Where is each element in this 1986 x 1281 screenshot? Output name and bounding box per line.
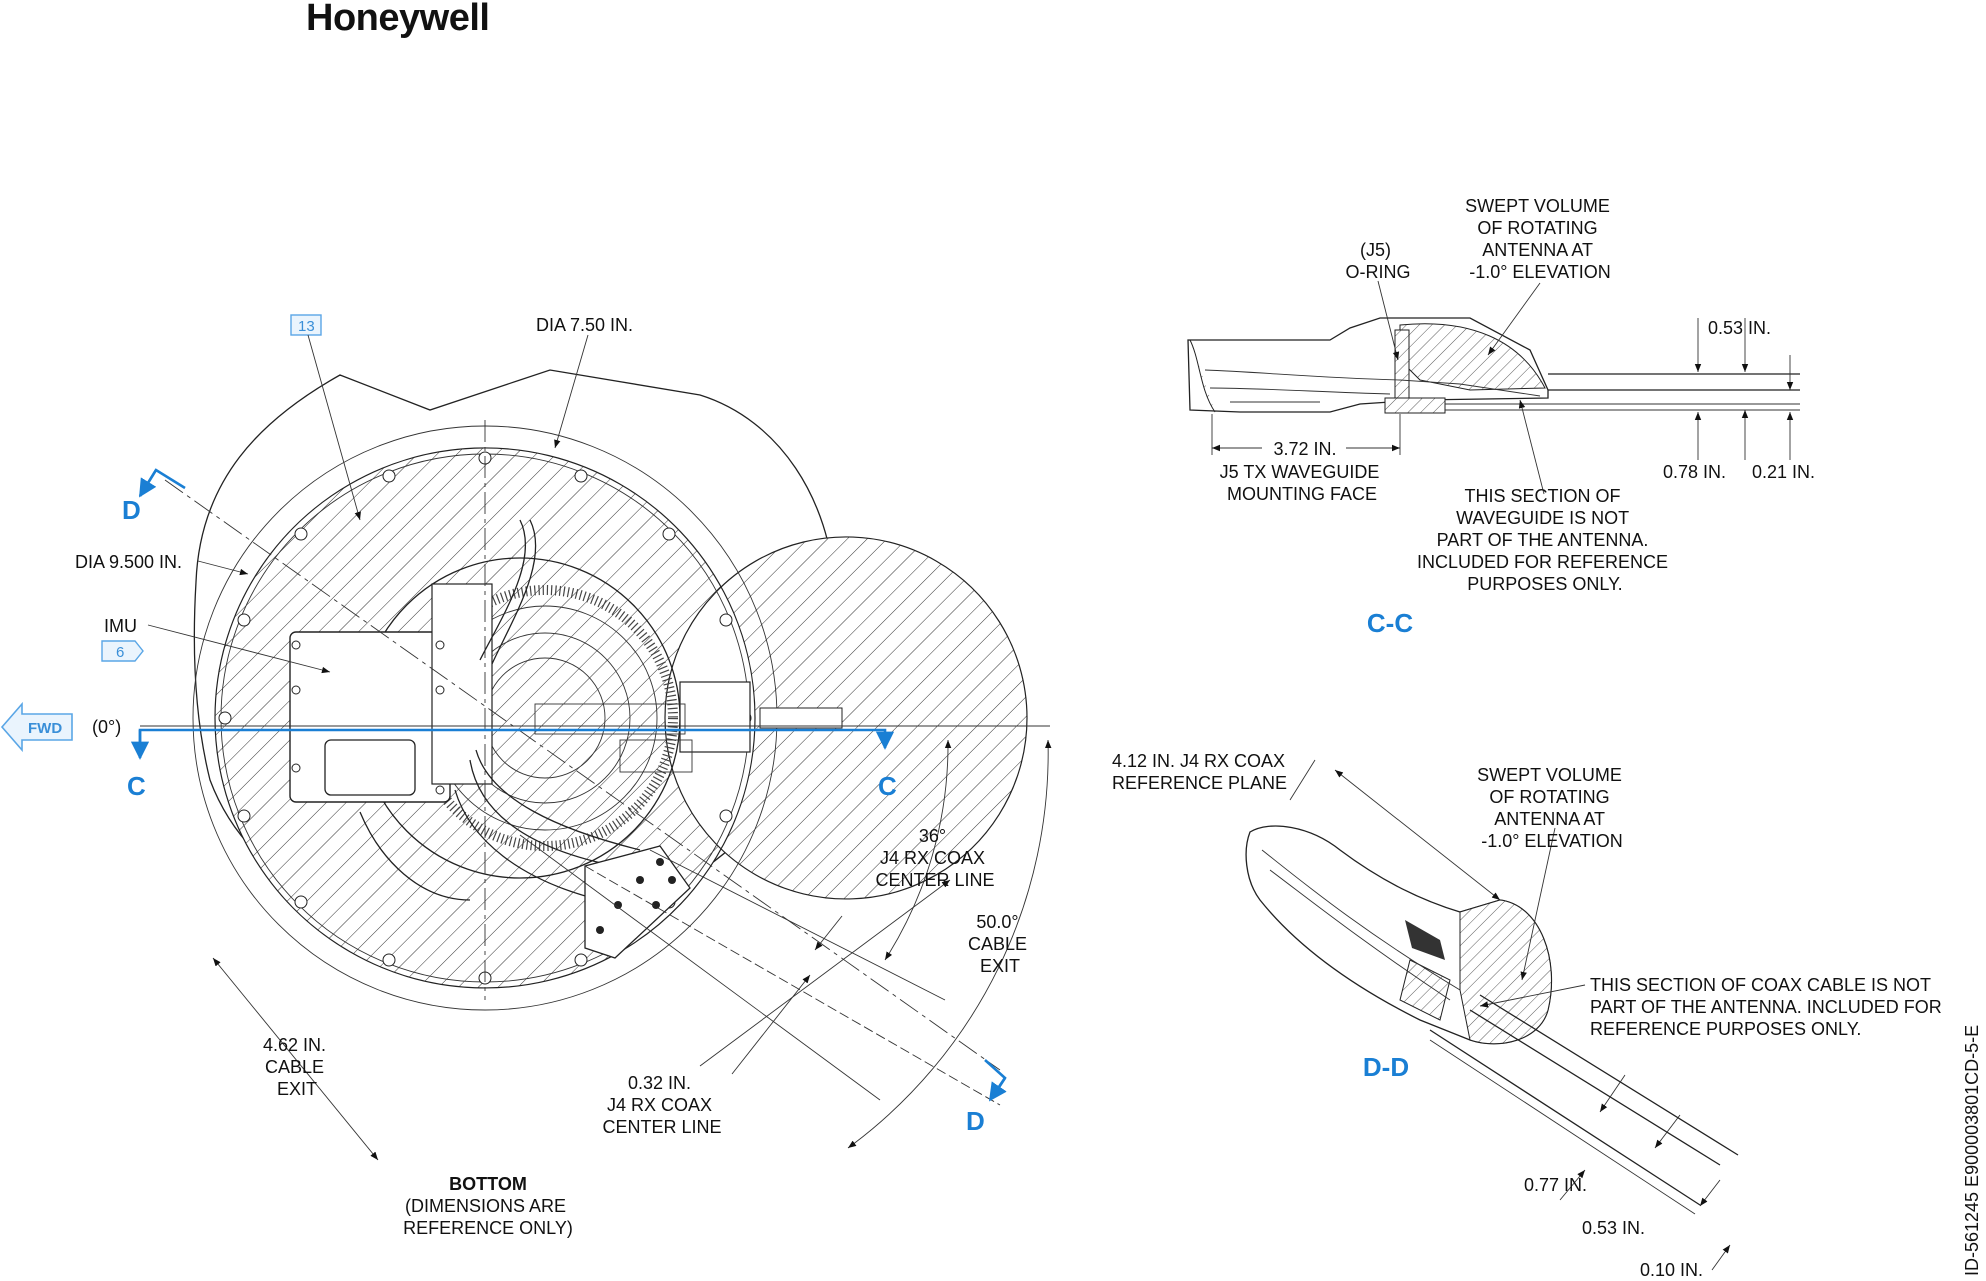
section-dd-title: D-D xyxy=(1363,1052,1409,1082)
cc-dim-0-53: 0.53 IN. xyxy=(1708,318,1771,338)
dd-ref-plane-label: 4.12 IN. J4 RX COAX REFERENCE PLANE xyxy=(1112,751,1290,793)
dim-0-32-label: 0.32 IN. J4 RX COAX CENTER LINE xyxy=(602,1073,721,1137)
dd-dim-0-53: 0.53 IN. xyxy=(1582,1218,1645,1238)
dim-4-62-label: 4.62 IN. CABLE EXIT xyxy=(263,1035,331,1099)
svg-text:6: 6 xyxy=(116,644,124,661)
ref-tag-13: 13 xyxy=(290,314,322,336)
bottom-view-leaders xyxy=(147,334,1052,1161)
dd-swept-volume-label: SWEPT VOLUME OF ROTATING ANTENNA AT -1.0… xyxy=(1477,765,1627,851)
bottom-view-title: BOTTOM xyxy=(449,1174,527,1194)
svg-text:13: 13 xyxy=(298,318,315,335)
drawing-id: ID-561245 E900003801CD-5-E xyxy=(1962,1025,1982,1276)
cc-dim-3-72: 3.72 IN. xyxy=(1273,439,1336,459)
angle-36-label: 36° J4 RX COAX CENTER LINE xyxy=(875,826,994,890)
fwd-arrow-icon: FWD xyxy=(0,701,73,753)
fwd-label: FWD xyxy=(28,720,62,737)
honeywell-logo: Honeywell xyxy=(306,0,489,39)
dd-dim-0-77: 0.77 IN. xyxy=(1524,1175,1587,1195)
angle-50-label: 50.0° CABLE EXIT xyxy=(968,912,1032,976)
zero-deg-label: (0°) xyxy=(92,717,121,737)
dia-7-50-label: DIA 7.50 IN. xyxy=(536,315,633,335)
cc-reference-note: THIS SECTION OF WAVEGUIDE IS NOT PART OF… xyxy=(1417,486,1673,594)
imu-label: IMU xyxy=(104,616,137,636)
section-marker-c-right: C xyxy=(878,771,897,801)
section-dd-view xyxy=(1245,759,1739,1271)
dd-dim-0-10: 0.10 IN. xyxy=(1640,1260,1703,1280)
cc-mounting-face-label: J5 TX WAVEGUIDE MOUNTING FACE xyxy=(1220,462,1385,504)
bottom-view-subtitle: (DIMENSIONS ARE REFERENCE ONLY) xyxy=(403,1196,573,1238)
cc-oring-label: (J5) O-RING xyxy=(1346,240,1411,282)
section-marker-c-left: C xyxy=(127,771,146,801)
cc-dim-0-78: 0.78 IN. xyxy=(1663,462,1726,482)
dd-reference-note: THIS SECTION OF COAX CABLE IS NOT PART O… xyxy=(1590,975,1947,1039)
ref-tag-6: 6 xyxy=(101,640,144,662)
section-cc-title: C-C xyxy=(1367,608,1413,638)
section-marker-d-bottom: D xyxy=(966,1106,985,1136)
cc-swept-volume-label: SWEPT VOLUME OF ROTATING ANTENNA AT -1.0… xyxy=(1465,196,1615,282)
bottom-view xyxy=(140,369,1050,1106)
section-marker-d-top: D xyxy=(122,495,141,525)
cc-dim-0-21: 0.21 IN. xyxy=(1752,462,1815,482)
section-cc-view xyxy=(1187,280,1800,495)
dia-9-500-label: DIA 9.500 IN. xyxy=(75,552,182,572)
